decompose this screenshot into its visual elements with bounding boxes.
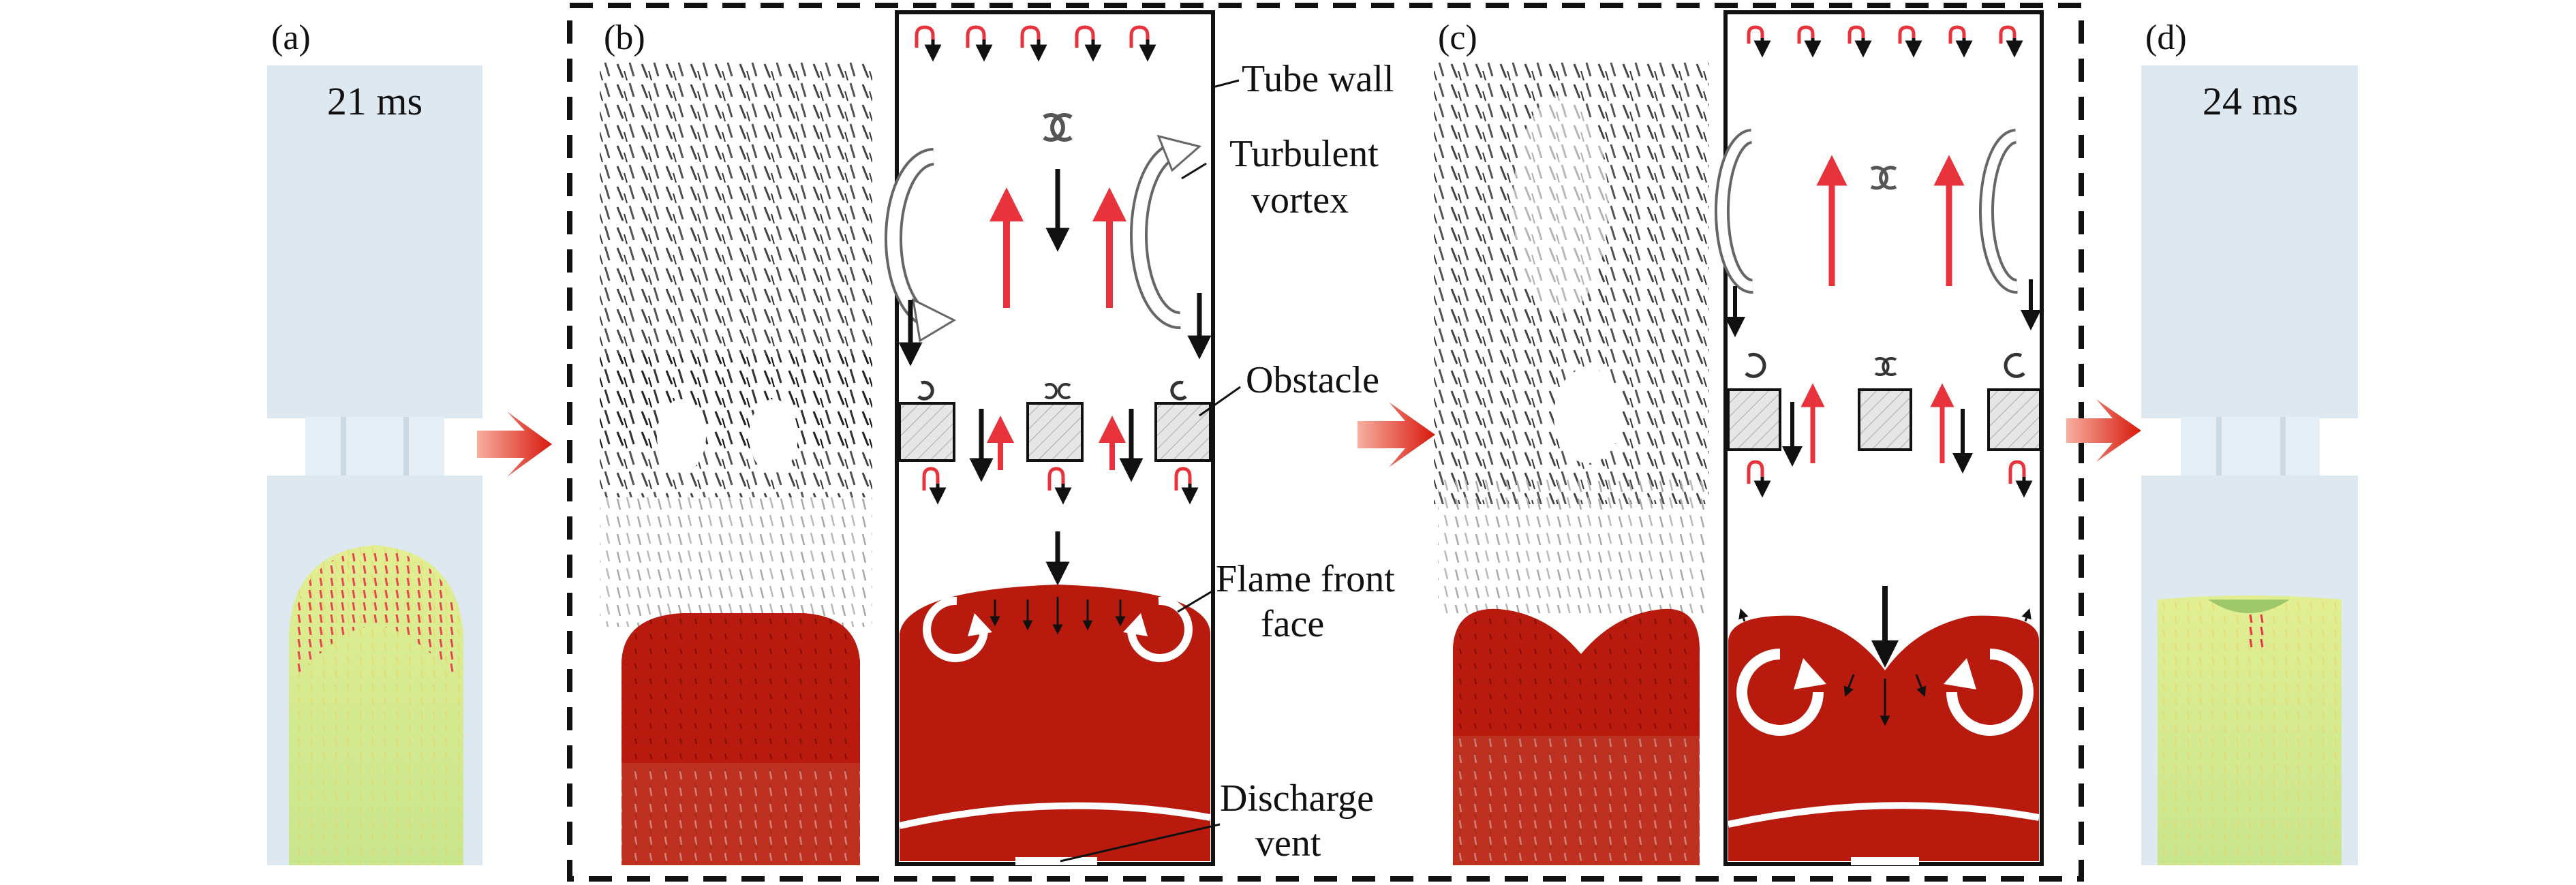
flame-front-a bbox=[289, 545, 463, 865]
panel-c-flow-field: (c) bbox=[1434, 18, 1709, 865]
turbulent-vortex-leader bbox=[1181, 162, 1207, 180]
vortex-large-right-b bbox=[1130, 134, 1202, 329]
transition-arrow-cd bbox=[2066, 399, 2141, 462]
below-obstacle-arrows-c bbox=[1747, 460, 2033, 498]
panel-b-schematic bbox=[885, 10, 1215, 866]
panel-a-label: (a) bbox=[271, 18, 311, 57]
flame-front-d bbox=[2158, 595, 2342, 865]
panel-b-flow-field: (b) bbox=[600, 18, 872, 865]
panel-d-label: (d) bbox=[2145, 18, 2187, 57]
panel-c-label: (c) bbox=[1438, 18, 1477, 57]
wall-arrows-b bbox=[915, 25, 1156, 62]
vortex-large-left-b bbox=[885, 148, 957, 343]
panel-a: (a) 21 ms bbox=[267, 18, 482, 865]
vortex-large-right-c bbox=[1979, 129, 2018, 294]
vortex-small-center-b bbox=[1043, 113, 1073, 142]
callout-flame-front-line2: face bbox=[1261, 603, 1324, 645]
callout-flame-front-line1: Flame front bbox=[1216, 558, 1395, 600]
time-label-a: 21 ms bbox=[327, 79, 423, 123]
discharge-vent-c bbox=[1851, 857, 1919, 865]
panel-c-schematic bbox=[1715, 10, 2044, 866]
callout-discharge-vent-line2: vent bbox=[1255, 822, 1321, 865]
obstacle-leader bbox=[1199, 386, 1241, 417]
panel-d: (d) 24 ms bbox=[2141, 18, 2358, 865]
obstacles-b bbox=[898, 380, 1212, 462]
below-obstacle-arrows-b bbox=[922, 467, 1199, 505]
callout-turbulent-vortex-line2: vortex bbox=[1251, 179, 1349, 221]
transition-arrow-ab bbox=[477, 412, 552, 477]
callouts: Tube wall Turbulent vortex Obstacle Flam… bbox=[1060, 58, 1395, 865]
flame-region-c bbox=[1727, 608, 2040, 861]
vortex-large-left-c bbox=[1715, 129, 1753, 294]
obstacles-c bbox=[1727, 352, 2042, 451]
wall-arrows-c bbox=[1747, 25, 2023, 58]
callout-turbulent-vortex-line1: Turbulent bbox=[1229, 133, 1379, 175]
callout-tube-wall: Tube wall bbox=[1242, 58, 1394, 100]
callout-discharge-vent-line1: Discharge bbox=[1220, 777, 1374, 820]
flame-front-leader bbox=[1177, 589, 1215, 613]
discharge-vent-b bbox=[1015, 857, 1097, 865]
vortex-small-center-c bbox=[1870, 166, 1897, 190]
flame-region-b bbox=[898, 585, 1211, 861]
transition-arrow-bc bbox=[1358, 402, 1435, 467]
discharge-vent-leader bbox=[1060, 823, 1221, 863]
time-label-d: 24 ms bbox=[2203, 79, 2298, 123]
callout-obstacle: Obstacle bbox=[1246, 359, 1379, 401]
tube-wall-leader bbox=[1212, 79, 1240, 89]
panel-b-label: (b) bbox=[604, 18, 645, 57]
